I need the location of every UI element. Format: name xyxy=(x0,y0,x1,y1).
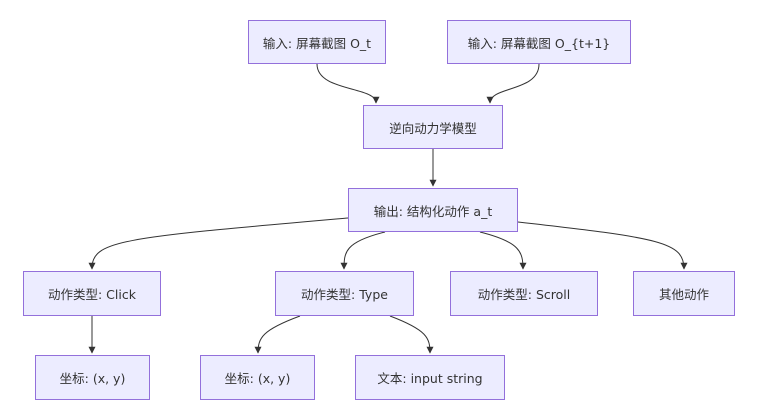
node-label: 输出: 结构化动作 a_t xyxy=(373,203,493,219)
node-label: 其他动作 xyxy=(658,287,709,302)
edge-output-to-scroll xyxy=(479,231,527,270)
node-action-type-type: 动作类型: Type xyxy=(275,271,414,316)
node-label: 输入: 屏幕截图 O_{t+1} xyxy=(467,35,611,51)
node-input-screenshot-ot1: 输入: 屏幕截图 O_{t+1} xyxy=(447,20,631,64)
edge-input-ot-to-inverse-model xyxy=(316,63,380,104)
node-action-type-scroll: 动作类型: Scroll xyxy=(450,271,598,316)
node-label: 文本: input string xyxy=(377,371,483,386)
edge-type-to-coord xyxy=(254,315,301,354)
node-label: 输入: 屏幕截图 O_t xyxy=(262,35,372,51)
node-label: 坐标: (x, y) xyxy=(224,371,291,386)
edge-output-to-click xyxy=(88,217,349,270)
edge-input-ot1-to-inverse-model xyxy=(486,63,540,104)
node-label: 动作类型: Click xyxy=(48,287,136,302)
node-label: 逆向动力学模型 xyxy=(389,120,477,136)
node-output-structured-action: 输出: 结构化动作 a_t xyxy=(348,188,518,232)
edge-output-to-type xyxy=(340,231,386,270)
node-input-screenshot-ot: 输入: 屏幕截图 O_t xyxy=(248,20,386,64)
node-inverse-dynamics-model: 逆向动力学模型 xyxy=(363,105,503,149)
node-action-type-click: 动作类型: Click xyxy=(23,271,161,316)
node-label: 动作类型: Scroll xyxy=(477,287,571,302)
node-click-coordinates: 坐标: (x, y) xyxy=(35,355,150,400)
edge-type-to-text xyxy=(389,315,434,354)
edge-output-to-other xyxy=(517,221,688,270)
node-label: 动作类型: Type xyxy=(301,287,388,302)
node-type-text-string: 文本: input string xyxy=(355,355,505,400)
node-other-actions: 其他动作 xyxy=(633,271,735,316)
node-type-coordinates: 坐标: (x, y) xyxy=(200,355,315,400)
node-label: 坐标: (x, y) xyxy=(59,371,126,386)
